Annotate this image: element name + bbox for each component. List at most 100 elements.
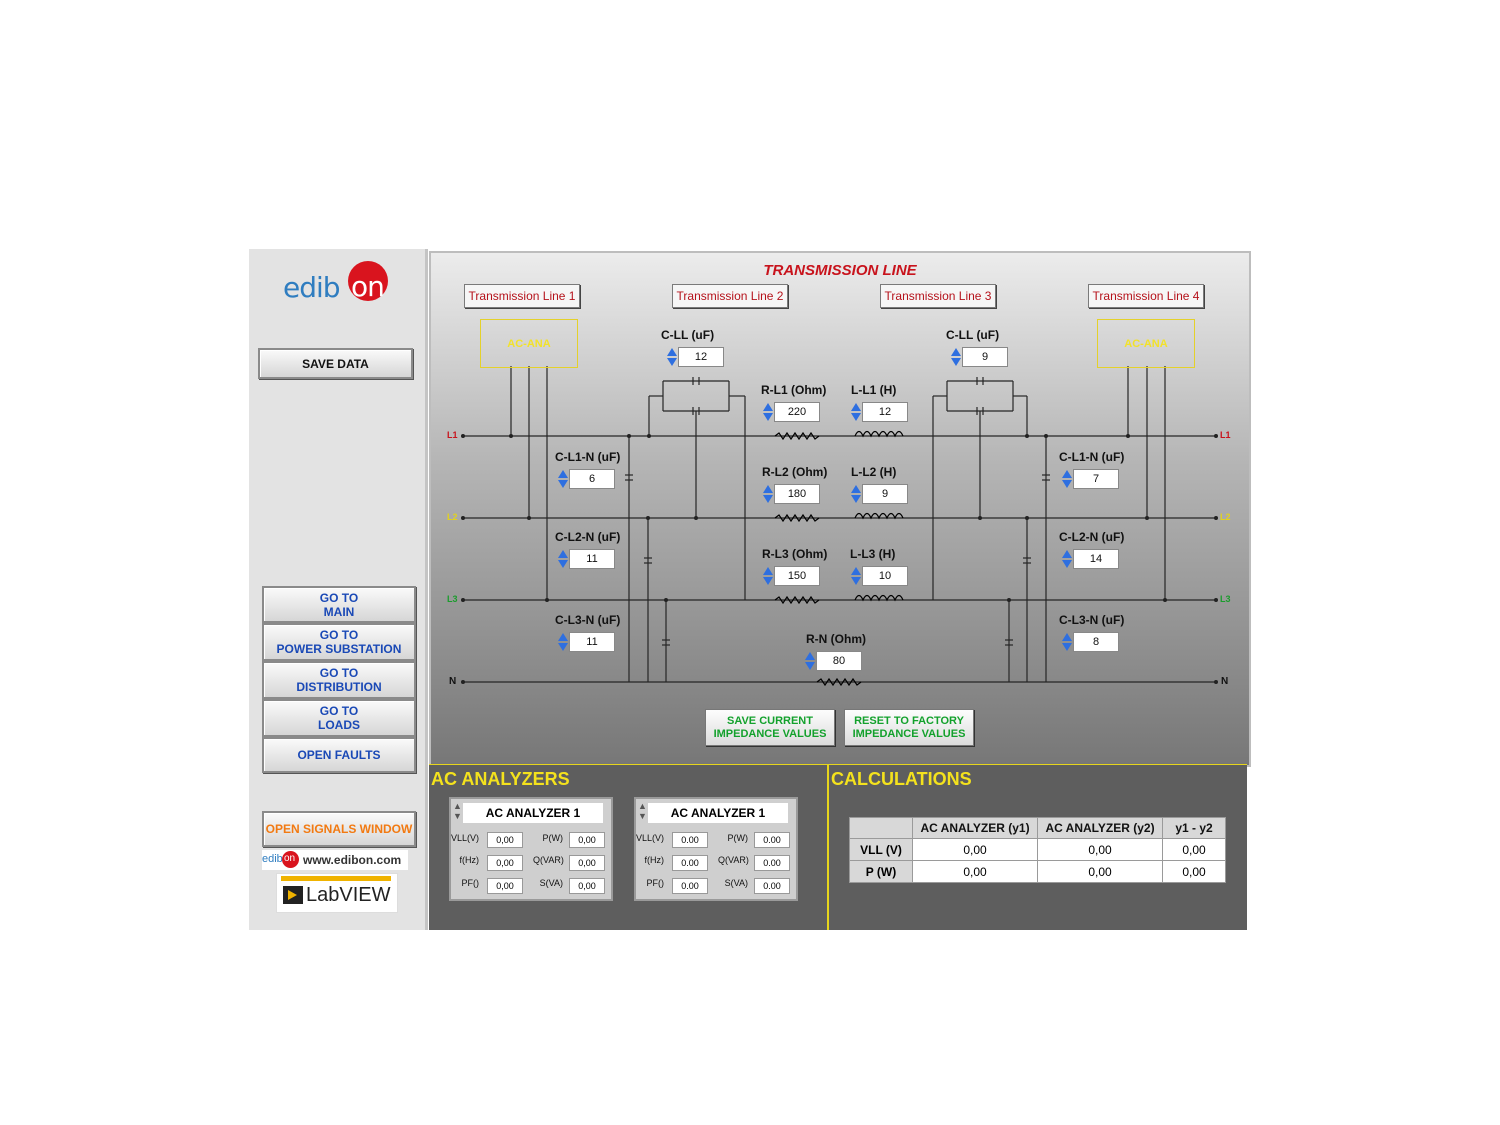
ll1-value[interactable]: 12: [862, 402, 908, 422]
p-value: 0,00: [569, 832, 605, 848]
rl1-label: R-L1 (Ohm): [761, 383, 827, 397]
rn-value[interactable]: 80: [816, 651, 862, 671]
calc-cell: 0,00: [1162, 838, 1226, 861]
s-value: 0,00: [569, 878, 605, 894]
f-label: f(Hz): [644, 855, 665, 865]
cl2n-right-spinner[interactable]: [1061, 549, 1072, 569]
ac-analyzer-panel-2: ▲▼ AC ANALYZER 1 VLL(V) 0.00 P(W) 0.00 f…: [634, 797, 798, 901]
label-l2-left: L2: [447, 512, 458, 522]
analyzer-name[interactable]: AC ANALYZER 1: [463, 803, 603, 823]
analyzer-selector-arrows[interactable]: ▲▼: [453, 801, 462, 821]
ll2-spinner[interactable]: [850, 484, 861, 504]
label-l2-right: L2: [1220, 512, 1231, 522]
calc-header-y2: AC ANALYZER (y2): [1037, 817, 1163, 839]
cl2n-left-label: C-L2-N (uF): [555, 530, 621, 544]
q-label: Q(VAR): [533, 855, 564, 865]
tab-transmission-line-1[interactable]: Transmission Line 1: [464, 284, 580, 308]
rl3-spinner[interactable]: [762, 566, 773, 586]
ll1-spinner[interactable]: [850, 402, 861, 422]
labview-text: LabVIEW: [306, 884, 391, 906]
cl1n-left-value[interactable]: 6: [569, 469, 615, 489]
website-url: www.edibon.com: [303, 853, 402, 867]
cll-right-value[interactable]: 9: [962, 347, 1008, 367]
cl1n-left-spinner[interactable]: [557, 469, 568, 489]
vll-label: VLL(V): [635, 833, 664, 843]
edibon-website-link[interactable]: edib on www.edibon.com: [262, 850, 408, 870]
tab-transmission-line-4[interactable]: Transmission Line 4: [1088, 284, 1204, 308]
calculations-table: AC ANALYZER (y1) AC ANALYZER (y2) y1 - y…: [849, 817, 1226, 883]
table-row: P (W) 0,00 0,00 0,00: [849, 860, 1226, 883]
calc-cell: 0,00: [1037, 860, 1163, 883]
cl3n-right-value[interactable]: 8: [1073, 632, 1119, 652]
ll3-spinner[interactable]: [850, 566, 861, 586]
ac-ana-left[interactable]: AC-ANA: [480, 319, 578, 368]
calc-cell: 0,00: [1162, 860, 1226, 883]
analyzer-name[interactable]: AC ANALYZER 1: [648, 803, 788, 823]
s-value: 0.00: [754, 878, 790, 894]
ac-analyzer-panel-1: ▲▼ AC ANALYZER 1 VLL(V) 0,00 P(W) 0,00 f…: [449, 797, 613, 901]
save-data-button[interactable]: SAVE DATA: [258, 348, 413, 379]
mini-logo-suffix: on: [284, 853, 296, 864]
cl3n-right-spinner[interactable]: [1061, 632, 1072, 652]
pf-label: PF(): [646, 878, 665, 888]
calculations-title: CALCULATIONS: [831, 769, 972, 789]
ll3-value[interactable]: 10: [862, 566, 908, 586]
rl2-spinner[interactable]: [762, 484, 773, 504]
label-l1-right: L1: [1220, 430, 1231, 440]
label-l1-left: L1: [447, 430, 458, 440]
rl2-label: R-L2 (Ohm): [762, 465, 828, 479]
cl3n-left-value[interactable]: 11: [569, 632, 615, 652]
ll2-label: L-L2 (H): [851, 465, 897, 479]
ac-ana-right[interactable]: AC-ANA: [1097, 319, 1195, 368]
go-to-power-substation-button[interactable]: GO TO POWER SUBSTATION: [262, 623, 416, 661]
bottom-panel: AC ANALYZERS CALCULATIONS ▲▼ AC ANALYZER…: [429, 764, 1247, 930]
calc-header-y1: AC ANALYZER (y1): [912, 817, 1038, 839]
cl2n-left-value[interactable]: 11: [569, 549, 615, 569]
labview-icon: [283, 886, 303, 904]
f-label: f(Hz): [459, 855, 480, 865]
ll1-label: L-L1 (H): [851, 383, 897, 397]
go-to-main-button[interactable]: GO TO MAIN: [262, 586, 416, 623]
tab-transmission-line-3[interactable]: Transmission Line 3: [880, 284, 996, 308]
rn-spinner[interactable]: [804, 651, 815, 671]
labview-bar: [281, 876, 391, 881]
logo-text-suffix: on: [351, 270, 385, 303]
cl1n-right-label: C-L1-N (uF): [1059, 450, 1125, 464]
logo-text-prefix: edib: [283, 271, 341, 304]
analyzer-selector-arrows[interactable]: ▲▼: [638, 801, 647, 821]
vll-label: VLL(V): [450, 833, 479, 843]
tab-transmission-line-2[interactable]: Transmission Line 2: [672, 284, 788, 308]
label-l3-left: L3: [447, 594, 458, 604]
s-label: S(VA): [724, 878, 748, 888]
q-value: 0.00: [754, 855, 790, 871]
go-to-loads-button[interactable]: GO TO LOADS: [262, 699, 416, 737]
logo-red-circle: on: [348, 261, 388, 303]
cl3n-left-spinner[interactable]: [557, 632, 568, 652]
rl1-spinner[interactable]: [762, 402, 773, 422]
cl1n-right-spinner[interactable]: [1061, 469, 1072, 489]
cll-right-spinner[interactable]: [950, 347, 961, 367]
rn-label: R-N (Ohm): [806, 632, 866, 646]
transmission-line-panel: TRANSMISSION LINE Transmission Line 1 Tr…: [429, 251, 1251, 767]
calc-header-diff: y1 - y2: [1162, 817, 1226, 839]
mini-logo-circle: on: [282, 851, 299, 868]
go-to-distribution-button[interactable]: GO TO DISTRIBUTION: [262, 661, 416, 699]
cl1n-right-value[interactable]: 7: [1073, 469, 1119, 489]
f-value: 0.00: [672, 855, 708, 871]
cll-left-spinner[interactable]: [666, 347, 677, 367]
ll2-value[interactable]: 9: [862, 484, 908, 504]
app-window: edib on SAVE DATA GO TO MAIN GO TO POWER…: [249, 249, 1251, 930]
reset-impedance-button[interactable]: RESET TO FACTORY IMPEDANCE VALUES: [844, 709, 974, 746]
rl3-value[interactable]: 150: [774, 566, 820, 586]
label-l3-right: L3: [1220, 594, 1231, 604]
open-faults-button[interactable]: OPEN FAULTS: [262, 737, 416, 773]
open-signals-window-button[interactable]: OPEN SIGNALS WINDOW: [262, 811, 416, 847]
rl1-value[interactable]: 220: [774, 402, 820, 422]
cll-left-value[interactable]: 12: [678, 347, 724, 367]
cl2n-right-value[interactable]: 14: [1073, 549, 1119, 569]
rl2-value[interactable]: 180: [774, 484, 820, 504]
cl2n-left-spinner[interactable]: [557, 549, 568, 569]
cl2n-right-label: C-L2-N (uF): [1059, 530, 1125, 544]
save-impedance-button[interactable]: SAVE CURRENT IMPEDANCE VALUES: [705, 709, 835, 746]
calc-row-label: P (W): [849, 860, 913, 883]
